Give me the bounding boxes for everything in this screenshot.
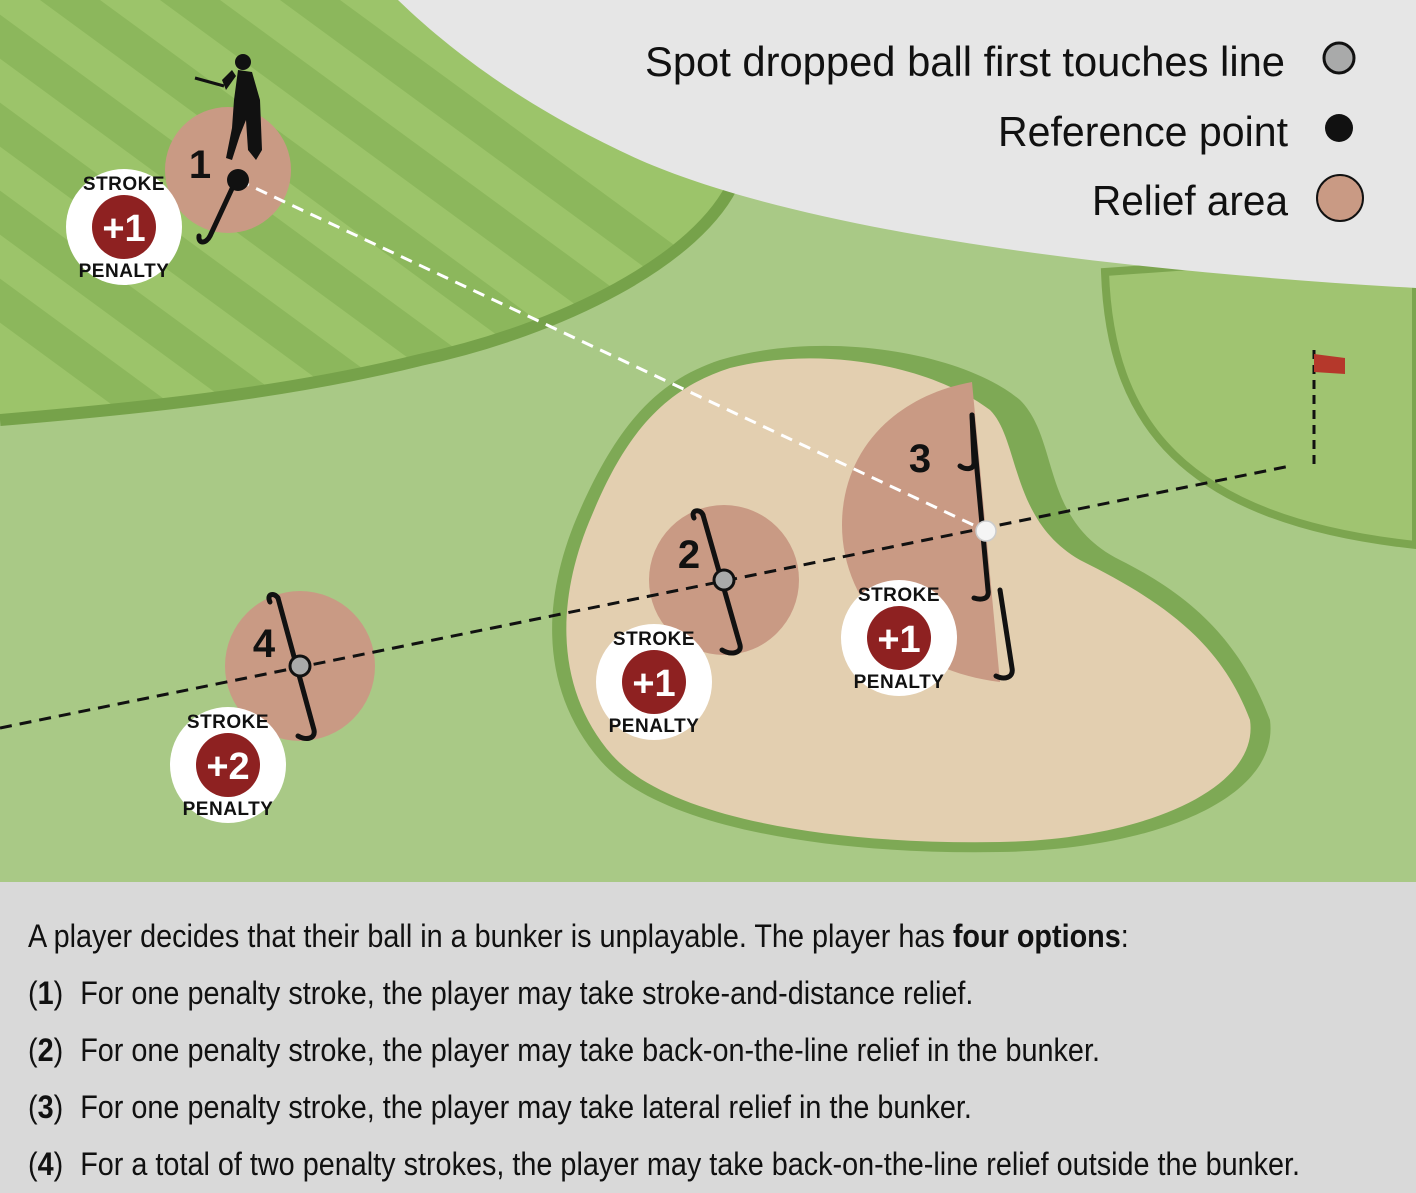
option-marker: (4) <box>28 1146 64 1182</box>
penalty-value: +1 <box>877 619 920 661</box>
badge-word-top: STROKE <box>858 585 940 606</box>
golf-club-icon <box>969 412 991 602</box>
drop-spot-4 <box>288 654 312 678</box>
badge-word-top: STROKE <box>613 629 695 650</box>
penalty-badge-1: +1 STROKE PENALTY <box>66 169 182 285</box>
caption-intro: A player decides that their ball in a bu… <box>28 908 1277 965</box>
badge-word-bottom: PENALTY <box>854 672 945 693</box>
caption-option-2: (2) For one penalty stroke, the player ma… <box>28 1022 1277 1079</box>
reference-point-1 <box>227 169 249 191</box>
stroke-distance-line <box>237 178 985 532</box>
legend-reference-point-label: Reference point <box>998 108 1288 155</box>
badge-word-bottom: PENALTY <box>609 716 700 737</box>
golf-club-icon <box>266 592 281 605</box>
legend-relief-area-icon <box>1316 174 1364 222</box>
flag-icon <box>1312 350 1345 465</box>
penalty-badge-3: +1 STROKE PENALTY <box>841 580 957 696</box>
golf-club-icon <box>957 412 977 472</box>
caption-intro-colon: : <box>1120 918 1129 954</box>
caption-option-1: (1) For one penalty stroke, the player ma… <box>28 965 1277 1022</box>
caption-panel: A player decides that their ball in a bu… <box>0 882 1416 1192</box>
badge-word-top: STROKE <box>187 712 269 733</box>
caption-option-3: (3) For one penalty stroke, the player ma… <box>28 1079 1277 1136</box>
legend-background <box>398 0 1416 288</box>
golf-club-icon <box>700 512 743 656</box>
badge-word-top: STROKE <box>83 174 165 195</box>
golfer-silhouette-icon <box>194 54 262 160</box>
option-text: For one penalty stroke, the player may t… <box>80 975 974 1011</box>
option-number-3: 3 <box>909 437 931 481</box>
penalty-value: +2 <box>206 746 249 788</box>
legend-reference-point-icon <box>1325 114 1353 142</box>
option-text: For a total of two penalty strokes, the … <box>80 1146 1301 1182</box>
option-marker: (3) <box>28 1089 64 1125</box>
option-number-2: 2 <box>678 533 700 577</box>
caption-option-4: (4) For a total of two penalty strokes, t… <box>28 1136 1300 1193</box>
relief-area-1 <box>165 107 291 233</box>
legend-relief-area-label: Relief area <box>1092 177 1289 224</box>
penalty-value: +1 <box>102 208 145 250</box>
golf-club-icon <box>690 508 706 521</box>
golf-ball-icon <box>975 520 997 542</box>
putting-green <box>1100 245 1416 550</box>
penalty-badge-2: +1 STROKE PENALTY <box>596 624 712 740</box>
option-text: For one penalty stroke, the player may t… <box>80 1089 972 1125</box>
golf-club-icon <box>275 595 317 741</box>
badge-word-bottom: PENALTY <box>183 799 274 820</box>
option-marker: (2) <box>28 1032 64 1068</box>
caption-intro-bold: four options <box>952 918 1121 954</box>
golf-club-icon <box>196 177 239 245</box>
golf-club-icon <box>993 587 1015 681</box>
option-number-4: 4 <box>253 622 276 666</box>
club-length-marks <box>196 177 1015 741</box>
penalty-badge-4: +2 STROKE PENALTY <box>170 707 286 823</box>
option-text: For one penalty stroke, the player may t… <box>80 1032 1100 1068</box>
legend: Spot dropped ball first touches line Ref… <box>645 38 1364 224</box>
option-marker: (1) <box>28 975 64 1011</box>
penalty-value: +1 <box>632 663 675 705</box>
caption-intro-text: A player decides that their ball in a bu… <box>28 918 953 954</box>
legend-dropped-ball-icon <box>1322 41 1356 75</box>
legend-dropped-ball-label: Spot dropped ball first touches line <box>645 38 1285 85</box>
drop-spot-2 <box>712 568 736 592</box>
option-number-1: 1 <box>189 143 211 187</box>
golf-course-diagram: 1 2 3 4 +1 STROKE PENALTY +1 STROKE PENA… <box>0 0 1416 882</box>
badge-word-bottom: PENALTY <box>79 261 170 282</box>
